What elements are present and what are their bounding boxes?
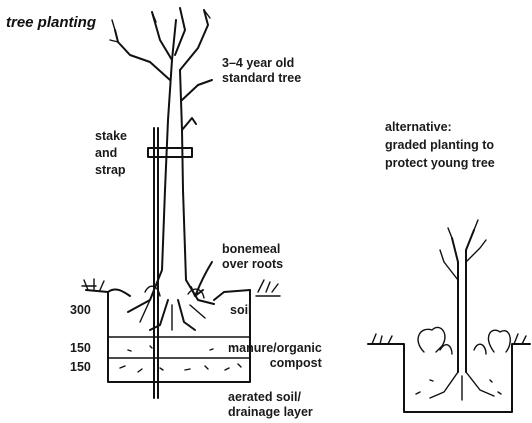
manure-label-line: compost [228, 356, 322, 371]
bonemeal-label: bonemeal over roots [222, 242, 283, 272]
alternative-label: alternative: graded planting to protect … [385, 118, 495, 172]
stake-label: stake and strap [95, 128, 127, 179]
aerated-label: aerated soil/ drainage layer [228, 390, 313, 420]
tree-label-line: 3–4 year old [222, 56, 301, 71]
alternative-label-line: alternative: [385, 118, 495, 136]
soil-label: soil [230, 303, 252, 318]
depth-150-b: 150 [70, 360, 91, 375]
alternative-tree-drawing [368, 220, 530, 412]
aerated-label-line: aerated soil/ [228, 390, 313, 405]
stake-label-line: and [95, 145, 127, 162]
manure-label-line: manure/organic [228, 341, 322, 356]
tree-label-line: standard tree [222, 71, 301, 86]
manure-label: manure/organic compost [228, 341, 322, 371]
bonemeal-label-line: bonemeal [222, 242, 283, 257]
tree-trunk-left [165, 20, 176, 190]
bonemeal-label-line: over roots [222, 257, 283, 272]
bonemeal-arrow [196, 262, 212, 294]
alternative-label-line: protect young tree [385, 154, 495, 172]
alternative-label-line: graded planting to [385, 136, 495, 154]
stake-label-line: strap [95, 162, 127, 179]
depth-150-a: 150 [70, 341, 91, 356]
stake-label-line: stake [95, 128, 127, 145]
depth-300: 300 [70, 303, 91, 318]
aerated-label-line: drainage layer [228, 405, 313, 420]
tree-label: 3–4 year old standard tree [222, 56, 301, 86]
